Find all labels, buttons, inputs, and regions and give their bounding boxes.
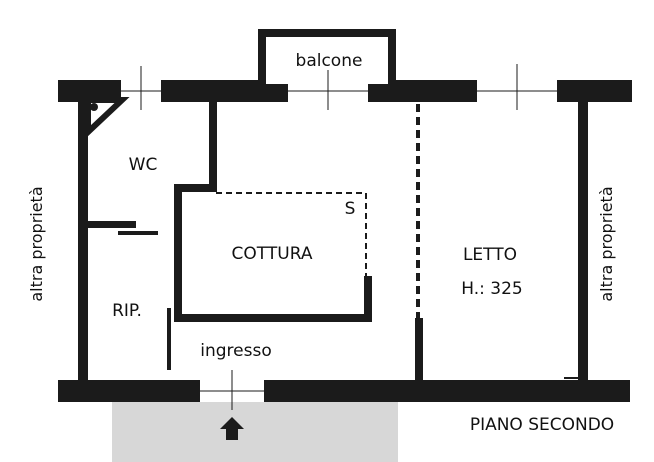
entrance-door: [200, 370, 264, 410]
left-wall: [78, 80, 88, 402]
right-side-label: altra proprietà: [597, 186, 616, 301]
right-wall: [578, 80, 588, 402]
window-bedroom: [477, 64, 557, 110]
entrance-label: ingresso: [200, 341, 271, 361]
window-balcony: [288, 70, 368, 110]
floor-title: PIANO SECONDO: [470, 415, 614, 435]
height-label: H.: 325: [461, 279, 522, 299]
kitchen-left-wall: [174, 184, 182, 322]
window-wc: [121, 66, 161, 110]
up-arrow-icon: [220, 417, 244, 440]
balcony-outline: [258, 29, 396, 82]
balcony-label: balcone: [296, 51, 363, 71]
wc-storage-wall: [86, 221, 136, 228]
kitchen-bottom-wall: [174, 314, 372, 322]
bedroom-partition-solid: [415, 318, 423, 380]
wc-kitchen-wall: [209, 100, 217, 190]
kitchen-open-edge: [216, 192, 367, 276]
shaft-dot-icon: [90, 103, 98, 111]
bottom-wall: [58, 380, 630, 402]
storage-door-leaf: [167, 308, 171, 370]
kitchen-label: COTTURA: [232, 244, 313, 264]
wc-label: WC: [129, 155, 158, 175]
kitchen-stub-wall: [174, 184, 217, 192]
left-side-label: altra proprietà: [27, 186, 46, 301]
landing-area: [112, 400, 398, 462]
bedroom-label: LETTO: [463, 245, 517, 265]
wc-corner-shaft: [85, 97, 130, 139]
door-leaf: [118, 231, 158, 235]
flue-mark: S: [345, 199, 356, 219]
storage-label: RIP.: [112, 301, 142, 321]
kitchen-right-wall-stub: [364, 276, 372, 322]
